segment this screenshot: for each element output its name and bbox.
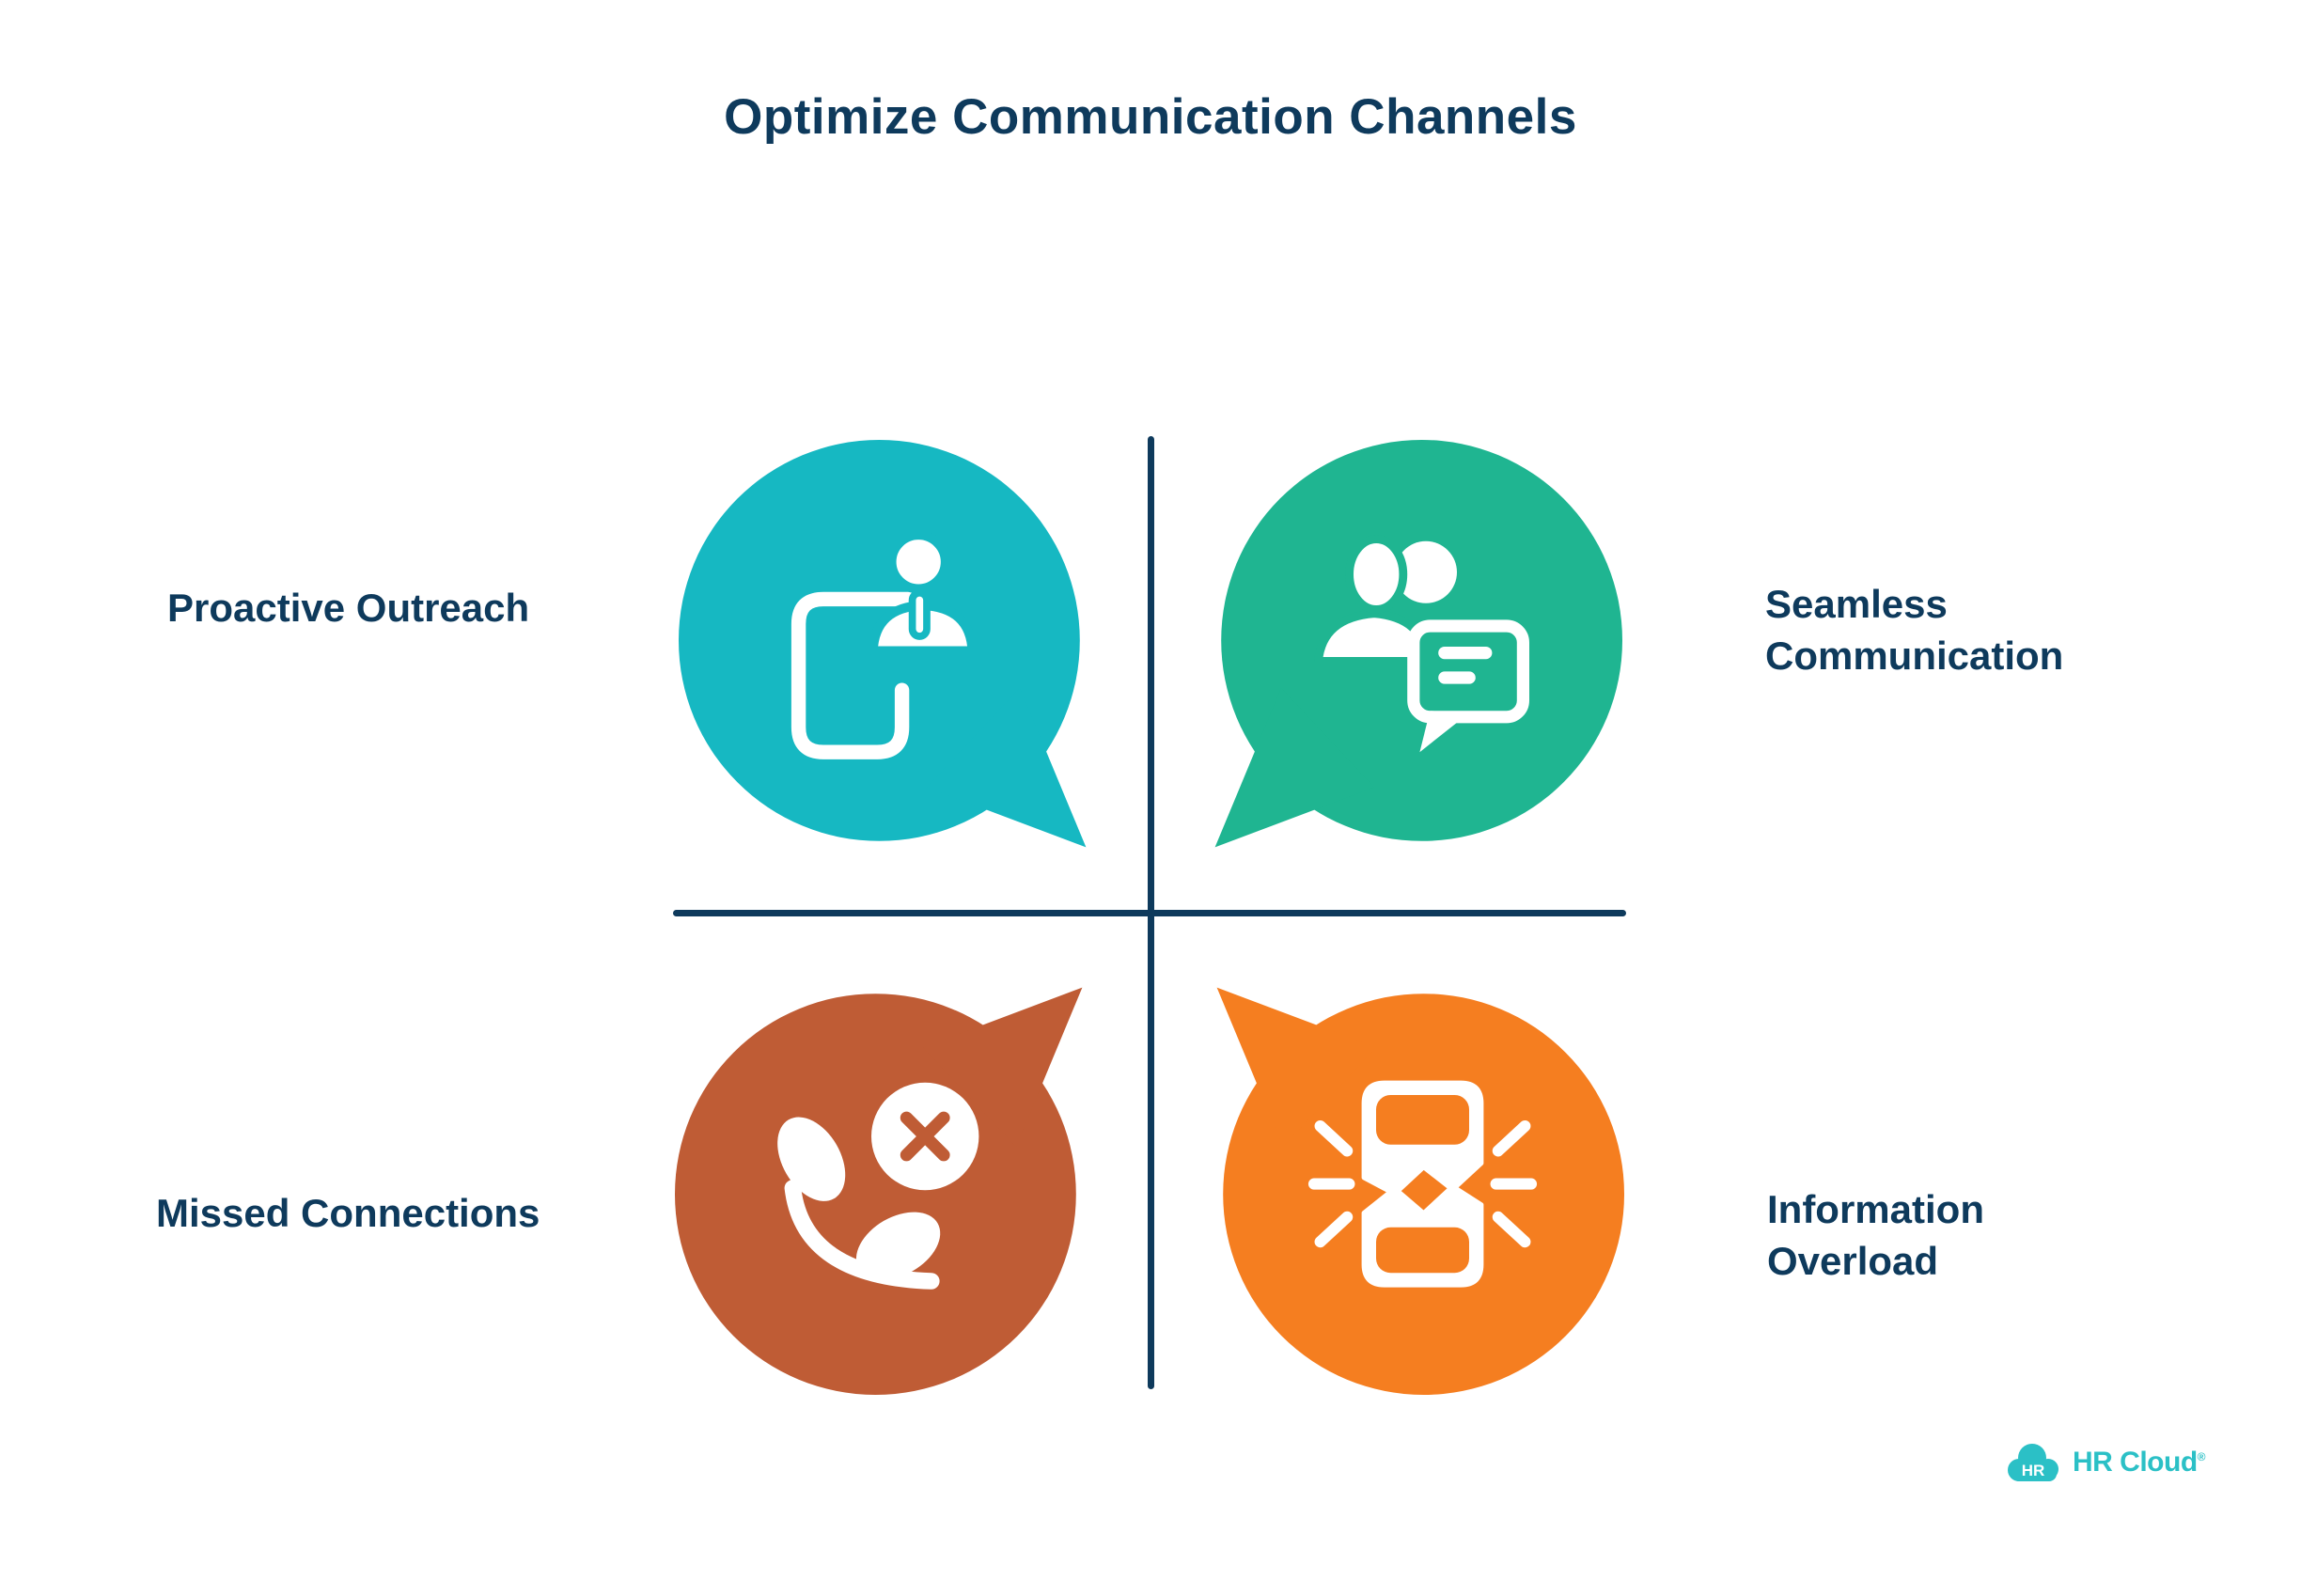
registered-mark: ® (2197, 1450, 2206, 1463)
cloud-icon: HR (2008, 1444, 2058, 1481)
bubble-shape (675, 987, 1083, 1395)
label-proactive-outreach: Proactive Outreach (167, 586, 530, 630)
speech-bubble-seamless-communication (1214, 440, 1622, 848)
speech-bubble-proactive-outreach (679, 440, 1087, 848)
phone-user-icon (790, 530, 978, 759)
divider-horizontal (673, 910, 1626, 916)
bubble-shape (1216, 987, 1624, 1395)
logo-monogram: HR (2022, 1462, 2045, 1479)
label-seamless-communication: Seamless Communication (1765, 582, 2064, 678)
broken-phone-icon (1307, 1080, 1538, 1288)
hr-cloud-logo: HR HR Cloud® (2004, 1440, 2206, 1485)
page-title: Optimize Communication Channels (724, 89, 1577, 145)
people-chat-icon (1314, 535, 1529, 753)
label-information-overload: Information Overload (1767, 1187, 1984, 1283)
brand-wordmark: HR Cloud® (2073, 1447, 2206, 1478)
speech-bubble-information-overload (1216, 987, 1624, 1395)
speech-bubble-missed-connections (675, 987, 1083, 1395)
label-missed-connections: Missed Connections (156, 1191, 540, 1235)
missed-call-icon (777, 1082, 979, 1290)
